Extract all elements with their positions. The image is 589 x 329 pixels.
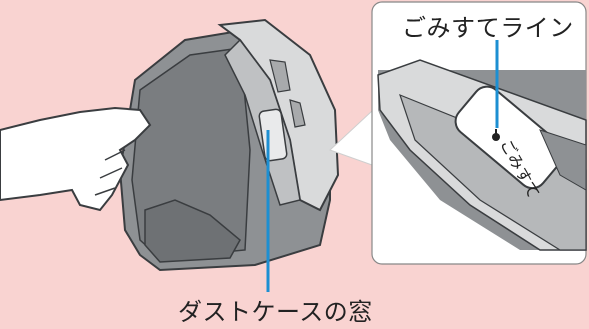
fill-line-label: ごみすてライン bbox=[402, 8, 574, 43]
dust-case-window-label: ダストケースの窓 bbox=[178, 292, 373, 327]
dust-case-body bbox=[120, 20, 338, 270]
